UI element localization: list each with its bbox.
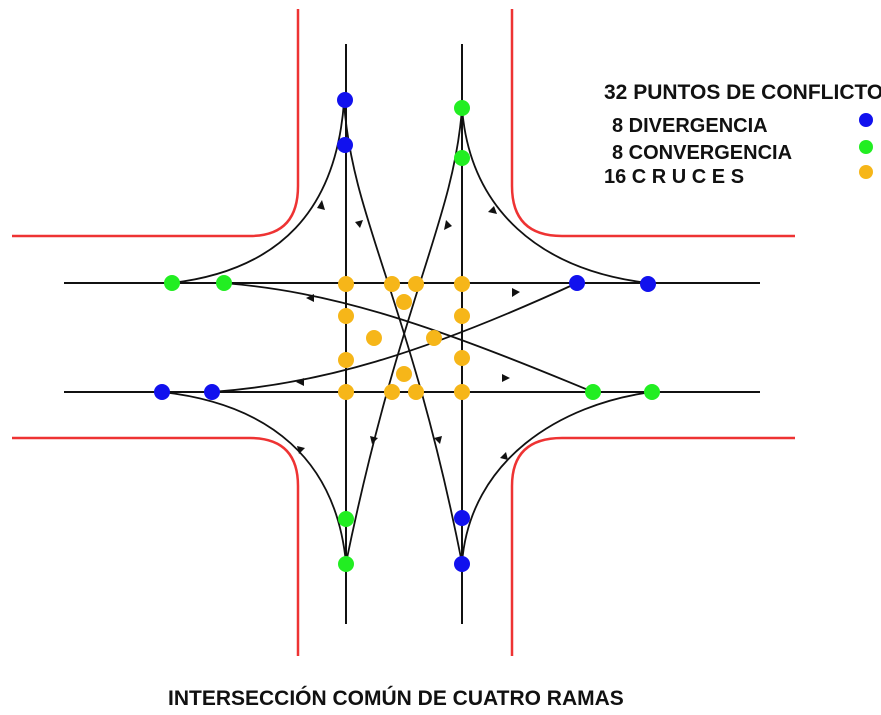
divergence-point [204, 384, 220, 400]
divergence-points [154, 92, 656, 572]
crossing-point [408, 384, 424, 400]
path-cross-left-right [223, 282, 594, 393]
crossing-point [396, 366, 412, 382]
path-cross-top-down-2 [345, 107, 463, 564]
arrow-icon [500, 452, 508, 460]
convergence-point [454, 100, 470, 116]
legend: 32 PUNTOS DE CONFLICTO 8 DIVERGENCIA 8 C… [604, 81, 881, 188]
legend-label-cruces: 16 C R U C E S [604, 166, 744, 188]
crossing-point [454, 350, 470, 366]
convergence-points [164, 100, 660, 572]
arrow-icon [355, 220, 363, 228]
convergence-point [216, 275, 232, 291]
legend-label-convergencia: 8 CONVERGENCIA [612, 142, 792, 164]
legend-label-divergencia: 8 DIVERGENCIA [612, 115, 768, 137]
crossing-point [454, 276, 470, 292]
crossing-point [338, 384, 354, 400]
path-corner-bottom-right [461, 391, 653, 564]
divergence-point [454, 510, 470, 526]
direction-arrows [296, 200, 520, 460]
divergence-point [569, 275, 585, 291]
turning-paths [161, 101, 653, 564]
crossing-point [338, 352, 354, 368]
crossing-point [384, 384, 400, 400]
arrow-icon [370, 436, 378, 444]
crossing-point [454, 384, 470, 400]
crossing-points [338, 276, 470, 400]
crossing-point [454, 308, 470, 324]
crossing-point [366, 330, 382, 346]
path-corner-top-left [171, 101, 345, 284]
arrow-icon [317, 200, 325, 210]
arrow-icon [296, 378, 304, 386]
convergence-point [338, 556, 354, 572]
arrow-icon [502, 374, 510, 382]
divergence-point [337, 137, 353, 153]
legend-swatch-divergencia [859, 113, 873, 127]
arrow-icon [444, 220, 452, 230]
curb-top-left [12, 9, 300, 238]
divergence-point [154, 384, 170, 400]
divergence-point [337, 92, 353, 108]
path-corner-top-right [461, 107, 649, 284]
crossing-point [408, 276, 424, 292]
crossing-point [338, 276, 354, 292]
divergence-point [454, 556, 470, 572]
arrow-icon [306, 294, 314, 302]
crossing-point [384, 276, 400, 292]
crossing-point [396, 294, 412, 310]
arrow-icon [434, 436, 442, 444]
crossing-point [426, 330, 442, 346]
convergence-point [585, 384, 601, 400]
diagram-caption: INTERSECCIÓN COMÚN DE CUATRO RAMAS [168, 686, 624, 710]
convergence-point [164, 275, 180, 291]
convergence-point [454, 150, 470, 166]
path-cross-left-right-2 [211, 282, 578, 393]
legend-title: 32 PUNTOS DE CONFLICTO [604, 81, 881, 104]
divergence-point [640, 276, 656, 292]
path-corner-bottom-left [161, 391, 347, 564]
curb-bottom-right [510, 436, 795, 656]
curb-bottom-left [12, 436, 300, 656]
legend-swatch-convergencia [859, 140, 873, 154]
arrow-icon [297, 446, 305, 454]
arrow-icon [512, 288, 520, 297]
convergence-point [338, 511, 354, 527]
legend-swatch-cruces [859, 165, 873, 179]
crossing-point [338, 308, 354, 324]
curb-top-right [510, 9, 795, 238]
curb-lines [12, 9, 795, 656]
convergence-point [644, 384, 660, 400]
arrow-icon [488, 206, 497, 214]
